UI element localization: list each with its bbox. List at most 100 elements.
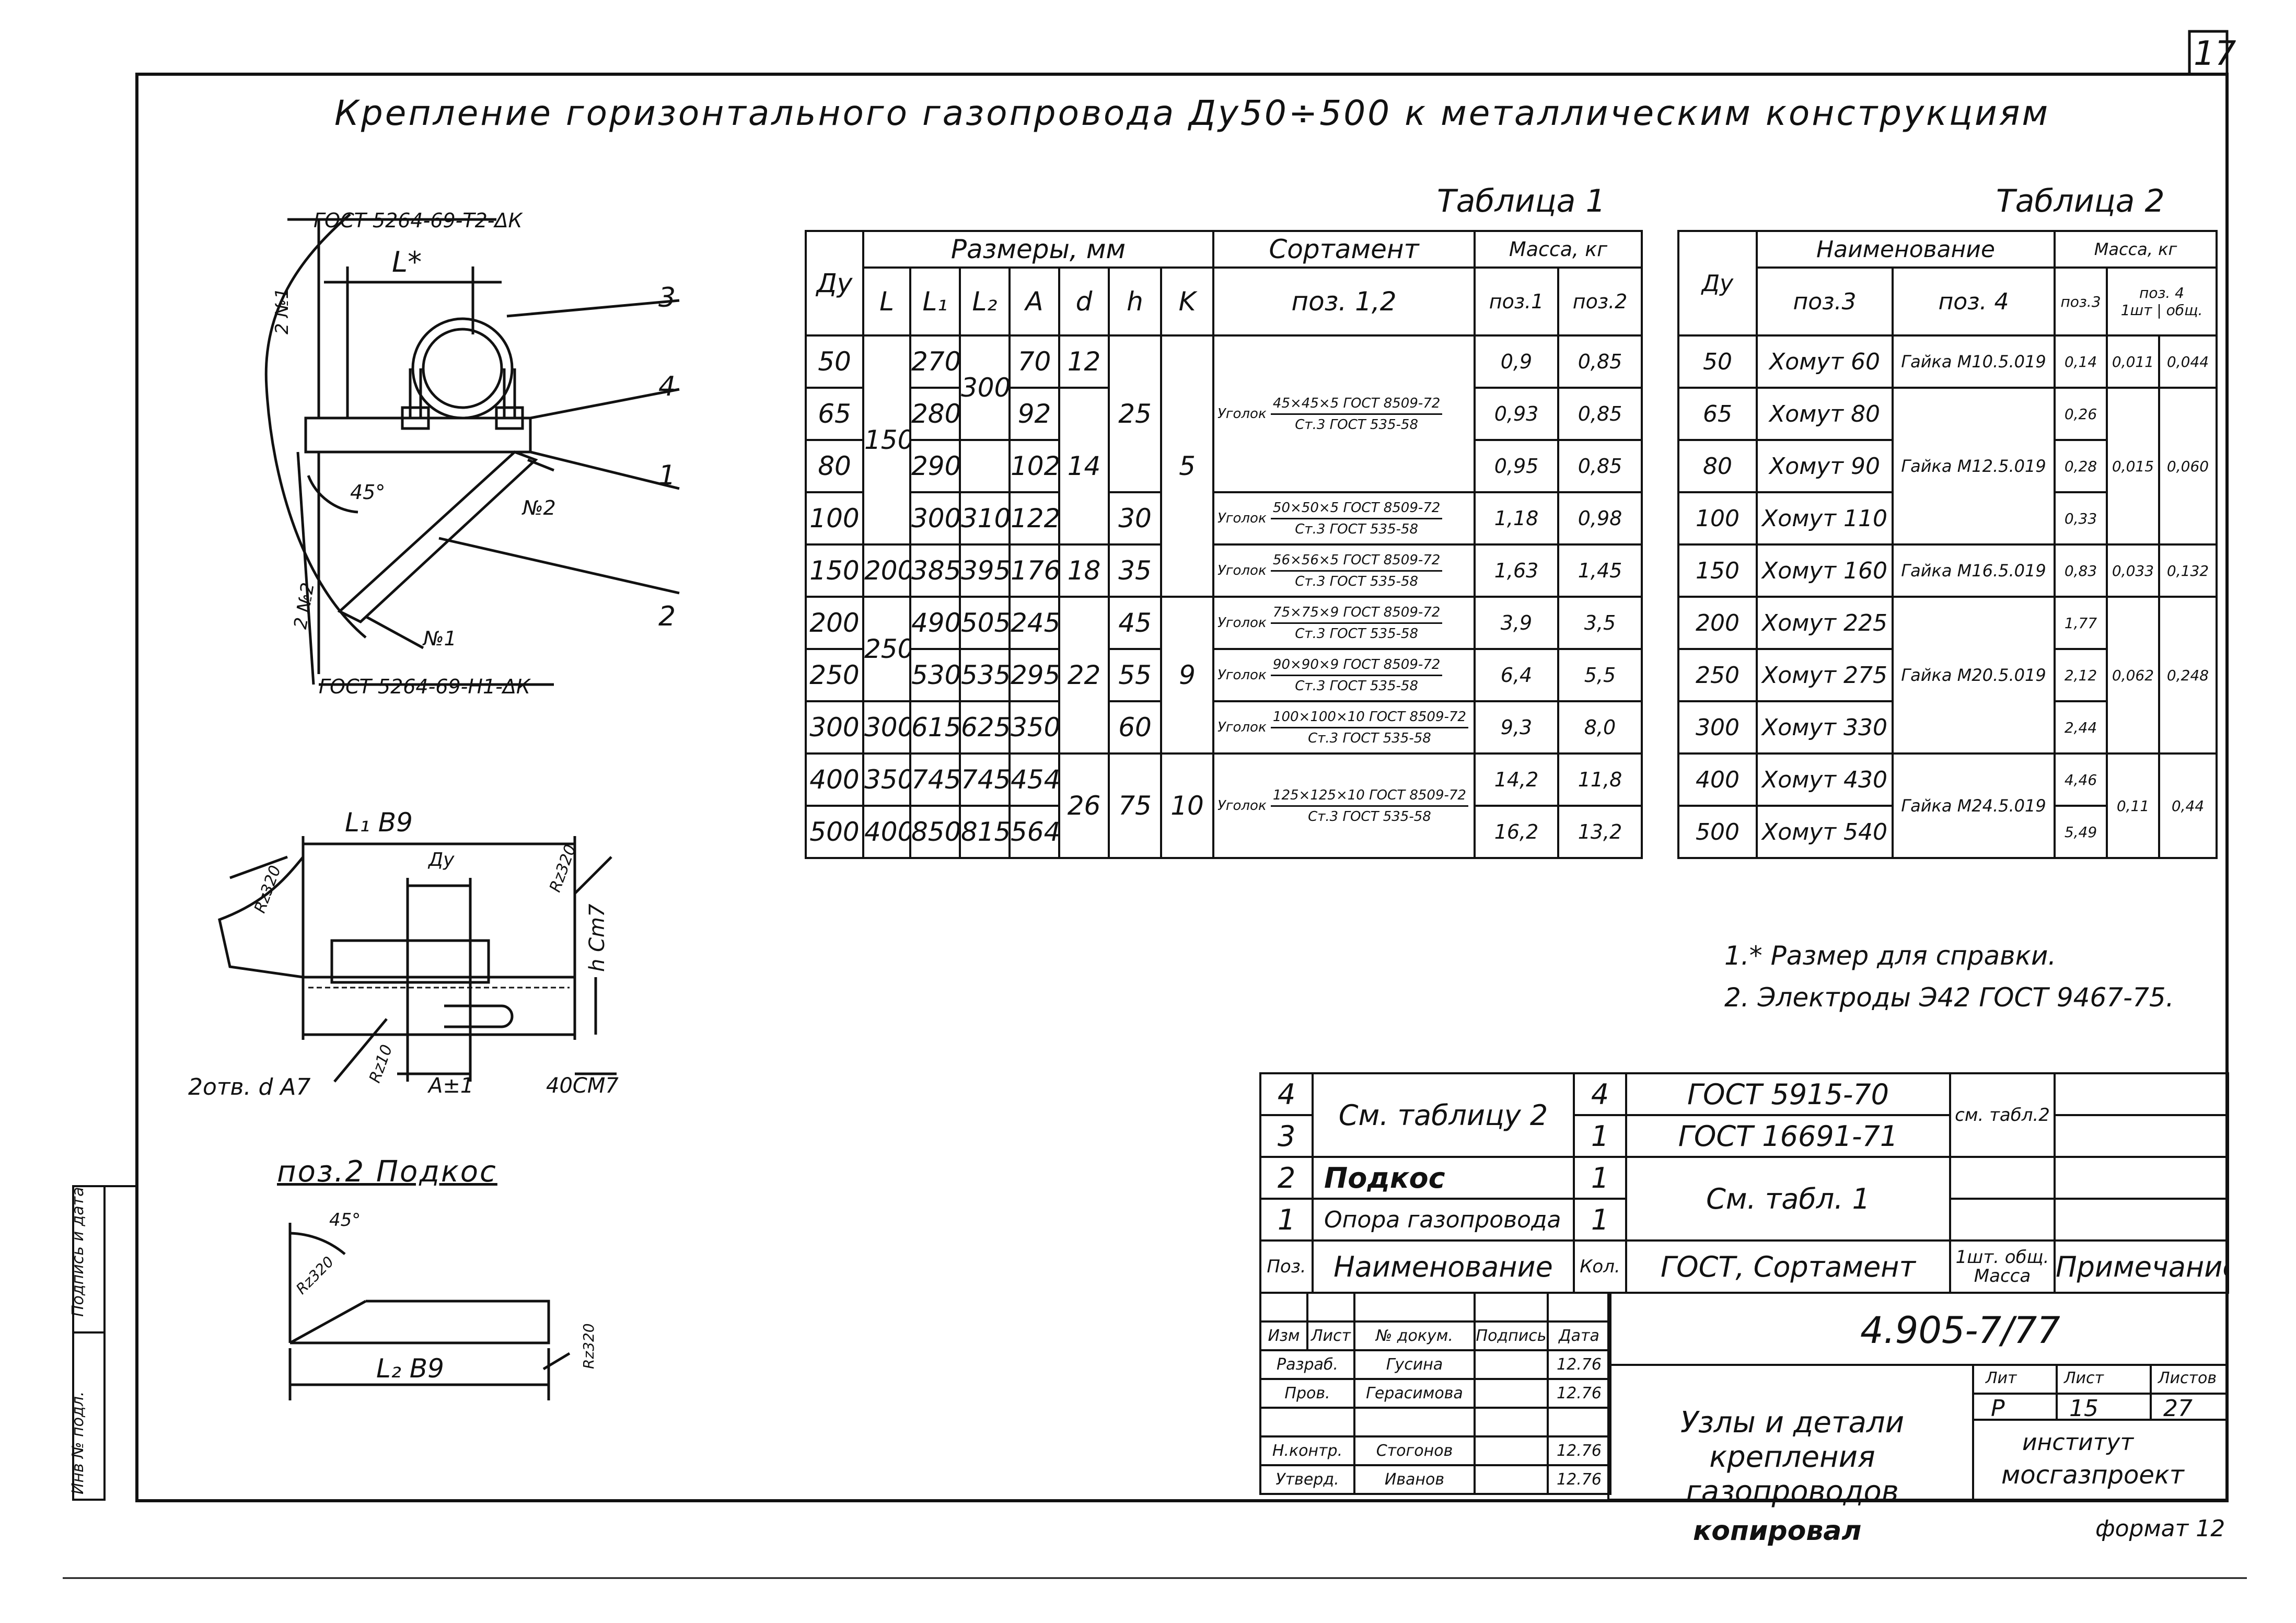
- tb-cell: [1259, 1407, 1355, 1437]
- table-row: Пров. Герасимова 12.76: [1259, 1378, 1611, 1409]
- table-row: 500 Хомут 540 5,49: [1677, 805, 2217, 859]
- t1-cell: 5,5: [1557, 648, 1643, 702]
- plan-h-label: h Cm7: [585, 903, 609, 972]
- tb-cell: [1474, 1378, 1549, 1409]
- spec-hdr-name: Наименование: [1312, 1239, 1575, 1294]
- t1-cell: 200: [862, 543, 911, 598]
- tb-lit-hdr: Лит: [1986, 1369, 2017, 1387]
- t1-hdr-sortament: Сортамент: [1212, 230, 1476, 269]
- t2-cell: 0,26: [2054, 387, 2108, 441]
- podkos-l2: L₂ B9: [376, 1353, 444, 1384]
- spec-cell: См. табл. 1: [1625, 1156, 1951, 1242]
- t1-cell: 400: [862, 805, 911, 859]
- spec-cell: 1: [1573, 1198, 1627, 1242]
- side-stamp-inv: Инв № подл.: [69, 1391, 87, 1494]
- tb-cell: [1474, 1349, 1549, 1380]
- t1-cell: 745: [909, 752, 961, 807]
- table-row: Н.контр. Стогонов 12.76: [1259, 1435, 1611, 1466]
- tb-cell: [1353, 1407, 1476, 1437]
- t2-cell: 0,033: [2106, 543, 2160, 598]
- t2-cell: 200: [1677, 596, 1758, 650]
- spec-cell: 1: [1573, 1156, 1627, 1200]
- t1-cell: 55: [1108, 648, 1162, 702]
- gost-top-label: ГОСТ 5264-69-Т2-ΔК: [314, 209, 523, 232]
- t2-cell: Хомут 225: [1756, 596, 1894, 650]
- tb-cell: Стогонов: [1353, 1435, 1476, 1466]
- t2-cell: 4,46: [2054, 752, 2108, 807]
- t1-col-l: L: [862, 266, 911, 337]
- t2-hdr-name: Наименование: [1756, 230, 2056, 269]
- tb-cell: Н.контр.: [1259, 1435, 1355, 1466]
- t1-col-l2: L₂: [959, 266, 1011, 337]
- t2-cell: Гайка М16.5.019: [1892, 543, 2056, 598]
- t1-cell: 45: [1108, 596, 1162, 650]
- t2-cell: 0,44: [2158, 752, 2218, 859]
- t2-hdr-mass: Масса, кг: [2053, 230, 2218, 269]
- t2-cell: Гайка М20.5.019: [1892, 596, 2056, 755]
- table-row: [1259, 1407, 1611, 1437]
- table1: Ду Размеры, мм Сортамент Масса, кг L L₁ …: [805, 230, 1643, 859]
- side-stamp-sign: Подпись и дата: [69, 1187, 87, 1317]
- t2-cell: Хомут 430: [1756, 752, 1894, 807]
- format-label: формат 12: [2095, 1515, 2225, 1542]
- t1-cell: 505: [959, 596, 1011, 650]
- callout-3: 3: [658, 282, 676, 314]
- t1-cell: 50: [805, 334, 864, 389]
- tb-cell: Герасимова: [1353, 1378, 1476, 1409]
- t1-cell: 564: [1008, 805, 1060, 859]
- t1-cell: 102: [1008, 439, 1060, 493]
- tb-cell: Разраб.: [1259, 1349, 1355, 1380]
- spec-cell: [2054, 1198, 2229, 1242]
- weld-1-label: 2 №1: [272, 287, 293, 334]
- t2-cell: Гайка М24.5.019: [1892, 752, 2056, 859]
- t1-cell: 1,63: [1474, 543, 1560, 598]
- t1-cell: 0,95: [1474, 439, 1560, 493]
- t2-cell: 0,060: [2158, 387, 2218, 546]
- t2-cell: 1,77: [2054, 596, 2108, 650]
- t1-cell: 122: [1008, 491, 1060, 546]
- t1-cell: 70: [1008, 334, 1060, 389]
- tb-cell: [1474, 1407, 1549, 1437]
- t2-cell: 250: [1677, 648, 1758, 702]
- tb-cell: [1474, 1435, 1549, 1466]
- tb-listov-hdr: Листов: [2158, 1369, 2217, 1387]
- t2-cell: 2,12: [2054, 648, 2108, 702]
- spec-cell: ГОСТ 16691-71: [1625, 1114, 1951, 1158]
- t1-cell: 10: [1159, 752, 1215, 859]
- title-block-signatures: Изм Лист № докум. Подпись Дата Разраб. Г…: [1259, 1292, 1611, 1495]
- table-row: 65 280 92 14 0,93 0,85: [805, 387, 1643, 546]
- t2-cell: 65: [1677, 387, 1758, 441]
- tb-cell: Гусина: [1353, 1349, 1476, 1380]
- callout-4: 4: [658, 371, 676, 402]
- t1-cell: 280: [909, 387, 961, 441]
- tb-list-hdr: Лист: [2064, 1369, 2104, 1387]
- plan-holes-label: 2отв. d A7: [188, 1074, 311, 1100]
- tb-lit: Р: [1991, 1395, 2005, 1422]
- table2-caption: Таблица 2: [1996, 183, 2165, 219]
- t1-cell: 295: [1008, 648, 1060, 702]
- t2-cell: 0,062: [2106, 596, 2160, 755]
- t1-col-d: d: [1058, 266, 1110, 337]
- t1-cell: 300: [909, 491, 961, 546]
- table-row: 50 150 270 300 70 12 25 5 Уголок 45×45×5…: [805, 334, 1643, 598]
- t2-col-poz4: поз. 4: [1892, 266, 2056, 337]
- t1-cell: 290: [909, 439, 961, 493]
- t2-cell: Гайка М10.5.019: [1892, 334, 2056, 389]
- t2-cell: 80: [1677, 439, 1758, 493]
- table-row: 100 Хомут 110 0,33: [1677, 491, 2217, 546]
- note-2: 2. Электроды Э42 ГОСТ 9467-75.: [1724, 982, 2174, 1013]
- t1-cell: 13,2: [1557, 805, 1643, 859]
- page-title: Крепление горизонтального газопровода Ду…: [334, 93, 2050, 133]
- t1-cell: 310: [959, 491, 1011, 546]
- t1-cell: 35: [1108, 543, 1162, 598]
- table-row: 200 250 490 505 245 22 45 9 Уголок 75×75…: [805, 596, 1643, 755]
- t1-cell: 25: [1108, 334, 1162, 493]
- spec-cell: [2054, 1156, 2229, 1200]
- spec-cell: [1949, 1156, 2056, 1200]
- table2: Ду Наименование Масса, кг поз.3 поз. 4 п…: [1677, 230, 2218, 859]
